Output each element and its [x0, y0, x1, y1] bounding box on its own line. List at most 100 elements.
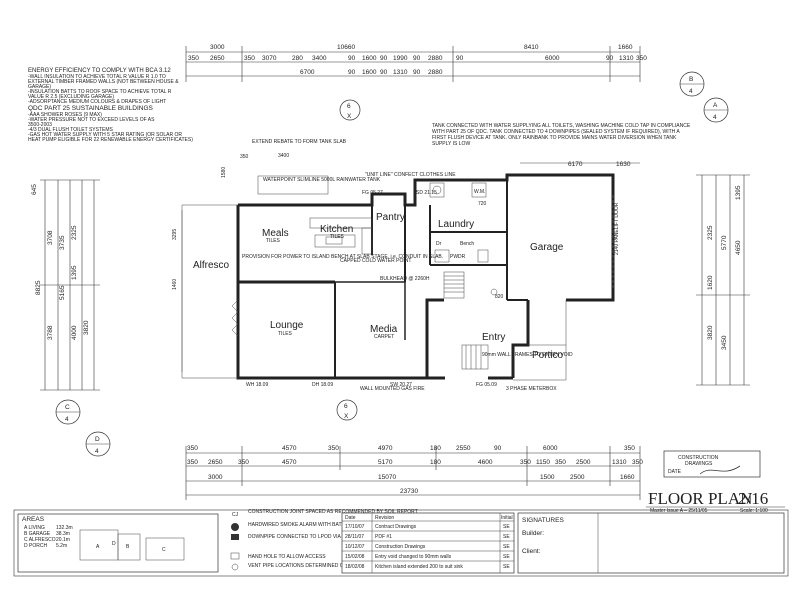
annotation-bulkhead: BULKHEAD @ 2260H	[380, 276, 430, 282]
dim-label: 3000	[210, 44, 225, 51]
revision-cell: Kitchen island extended 200 to suit sink	[375, 564, 463, 570]
dim-label: 350	[328, 445, 339, 452]
section-marker-c: C 4	[55, 399, 81, 425]
energy-note-line: EXTERNAL TIMBER FRAMED WALLS (NOT BETWEE…	[28, 79, 179, 85]
room-alfresco: Alfresco	[193, 260, 230, 271]
tank-note-line: TANK CONNECTED WITH WATER SUPPLYING ALL …	[432, 123, 691, 129]
marker-letter: B	[689, 76, 693, 83]
dim-label: 2880	[428, 69, 443, 76]
bottom-dimensions: 350 4570 350 4970 180 2550 90 6000 350 3…	[185, 445, 643, 500]
drawing-title-block: FLOOR PLAN 2/16 Master Issue A – 25/11/0…	[646, 489, 785, 514]
annotation-dr: Dr	[436, 241, 442, 247]
tank-note-line: WITH PART 25 OF QDC. TANK CONNECTED TO 4…	[432, 129, 680, 135]
dim-label: 5170	[378, 459, 393, 466]
dim-label: 90	[456, 55, 464, 62]
annotation-tank: WATERPOINT SLIMLINE 5000L RAINWATER TANK	[263, 177, 381, 183]
revision-cell: SE	[503, 554, 510, 560]
dim-label: 4000	[71, 325, 78, 340]
annotation-rebate: EXTEND REBATE TO FORM TANK SLAB	[252, 139, 347, 145]
dim-label: 350	[244, 55, 255, 62]
revision-cell: 28/11/07	[345, 534, 364, 540]
area-value: 38.3m	[56, 531, 70, 537]
dim-label: 1600	[362, 69, 377, 76]
dim-label: 350	[187, 459, 198, 466]
annotation-pwdr: PWDR	[450, 254, 466, 260]
legend-item: HAND HOLE TO ALLOW ACCESS	[248, 554, 326, 560]
annotation-sw: SW 20.27	[390, 382, 412, 388]
energy-notes: ENERGY EFFICIENCY TO COMPLY WITH BCA 3.1…	[28, 68, 193, 143]
scale-info: Scale: 1:100	[740, 508, 768, 514]
dim-label: 6000	[543, 445, 558, 452]
dim-label: 3000	[208, 474, 223, 481]
annotation-wh: WH 18.09	[246, 382, 268, 388]
room-pantry: Pantry	[376, 212, 405, 223]
energy-note-line: -ADSORPTANCE MEDIUM COLOURS & DRAPES OF …	[28, 99, 166, 105]
dim-label: 1395	[71, 265, 78, 280]
area-plan-label: C	[162, 547, 166, 553]
dim-label: 3788	[47, 325, 54, 340]
tank-notes: TANK CONNECTED WITH WATER SUPPLYING ALL …	[432, 123, 691, 147]
dim-label: 90	[380, 55, 388, 62]
dim-label: 4600	[478, 459, 493, 466]
client-label: Client:	[522, 548, 541, 555]
energy-note-line: HEAT PUMP ELIGIBLE FOR 22 RENEWABLE ENER…	[28, 137, 193, 143]
footer-border	[13, 509, 789, 577]
areas-panel: AREAS A LIVING 132.3m B GARAGE 38.3m C A…	[17, 513, 219, 573]
room-kitchen-finish: TILES	[330, 234, 345, 240]
dim-label: 350	[624, 445, 635, 452]
tank-note-line: SUPPLY IS LOW	[432, 141, 470, 147]
room-portico: Portico	[532, 350, 564, 361]
dim-label: 8410	[524, 44, 539, 51]
annotation-dim: 1580	[221, 167, 227, 178]
dim-label: 180	[430, 445, 441, 452]
annotation-provision: PROVISION FOR POWER TO ISLAND BENCH AT S…	[242, 254, 443, 260]
legend-icon-text: CJ	[232, 512, 239, 518]
marker-number: 6	[347, 103, 351, 110]
dim-label: 350	[238, 459, 249, 466]
dim-label: 1150	[536, 459, 550, 466]
marker-sub: X	[347, 113, 352, 120]
elevation-marker-top: 6 X	[339, 99, 361, 121]
area-label: A LIVING	[24, 525, 45, 531]
dim-label: 90	[348, 55, 356, 62]
dim-label: 350	[555, 459, 566, 466]
dim-label: 3820	[707, 325, 714, 340]
energy-note-line: QDC PART 25 SUSTAINABLE BUILDINGS	[28, 105, 154, 112]
annotation-sd: SD 21.15	[416, 190, 437, 196]
revision-cell: SE	[503, 524, 510, 530]
marker-letter: C	[65, 404, 70, 411]
dim-label: 2325	[71, 225, 78, 240]
signatures-heading: SIGNATURES	[522, 517, 564, 524]
revision-cell: SE	[503, 544, 510, 550]
section-marker-d: D 4	[85, 431, 111, 457]
revision-cell: Construction Drawings	[375, 544, 426, 550]
dim-label: 90	[380, 69, 388, 76]
revision-header: Revision	[375, 515, 394, 521]
dim-label: 3735	[59, 235, 66, 250]
energy-note-line: -4/3 DUAL FLUSH TOILET SYSTEMS	[28, 127, 114, 133]
revision-cell: Contract Drawings	[375, 524, 417, 530]
revision-cell: Entry void changed to 90mm walls	[375, 554, 452, 560]
sheet-number: 2/16	[738, 489, 768, 508]
dim-label: 2500	[570, 474, 585, 481]
room-meals-finish: TILES	[266, 238, 281, 244]
marker-sub: X	[344, 413, 349, 420]
annotation-fg: FG 05.27	[362, 190, 383, 196]
issue-info: Master Issue A – 25/11/05	[650, 508, 708, 514]
energy-note-line: GARAGE)	[28, 84, 51, 90]
dim-label: 1990	[393, 55, 408, 62]
annotation-bench: Bench	[460, 241, 474, 247]
area-plan-label: B	[126, 544, 130, 550]
tank-note-line: FIRST FLUSH DEVICE AT TANK. ONLY RAINBAN…	[432, 135, 677, 141]
construction-stamp: CONSTRUCTION DRAWINGS DATE	[663, 450, 761, 478]
dim-label: 1310	[612, 459, 627, 466]
dim-label: 5165	[59, 285, 66, 300]
dim-label: 15070	[378, 474, 396, 481]
area-label: B GARAGE	[24, 531, 51, 537]
annotation-rebate-dim: 3400	[278, 153, 289, 159]
area-label: D PORCH	[24, 543, 47, 549]
revision-cell: 17/10/07	[345, 524, 365, 530]
dim-label: 645	[31, 184, 38, 195]
annotation-dh: DH 18.09	[312, 382, 333, 388]
